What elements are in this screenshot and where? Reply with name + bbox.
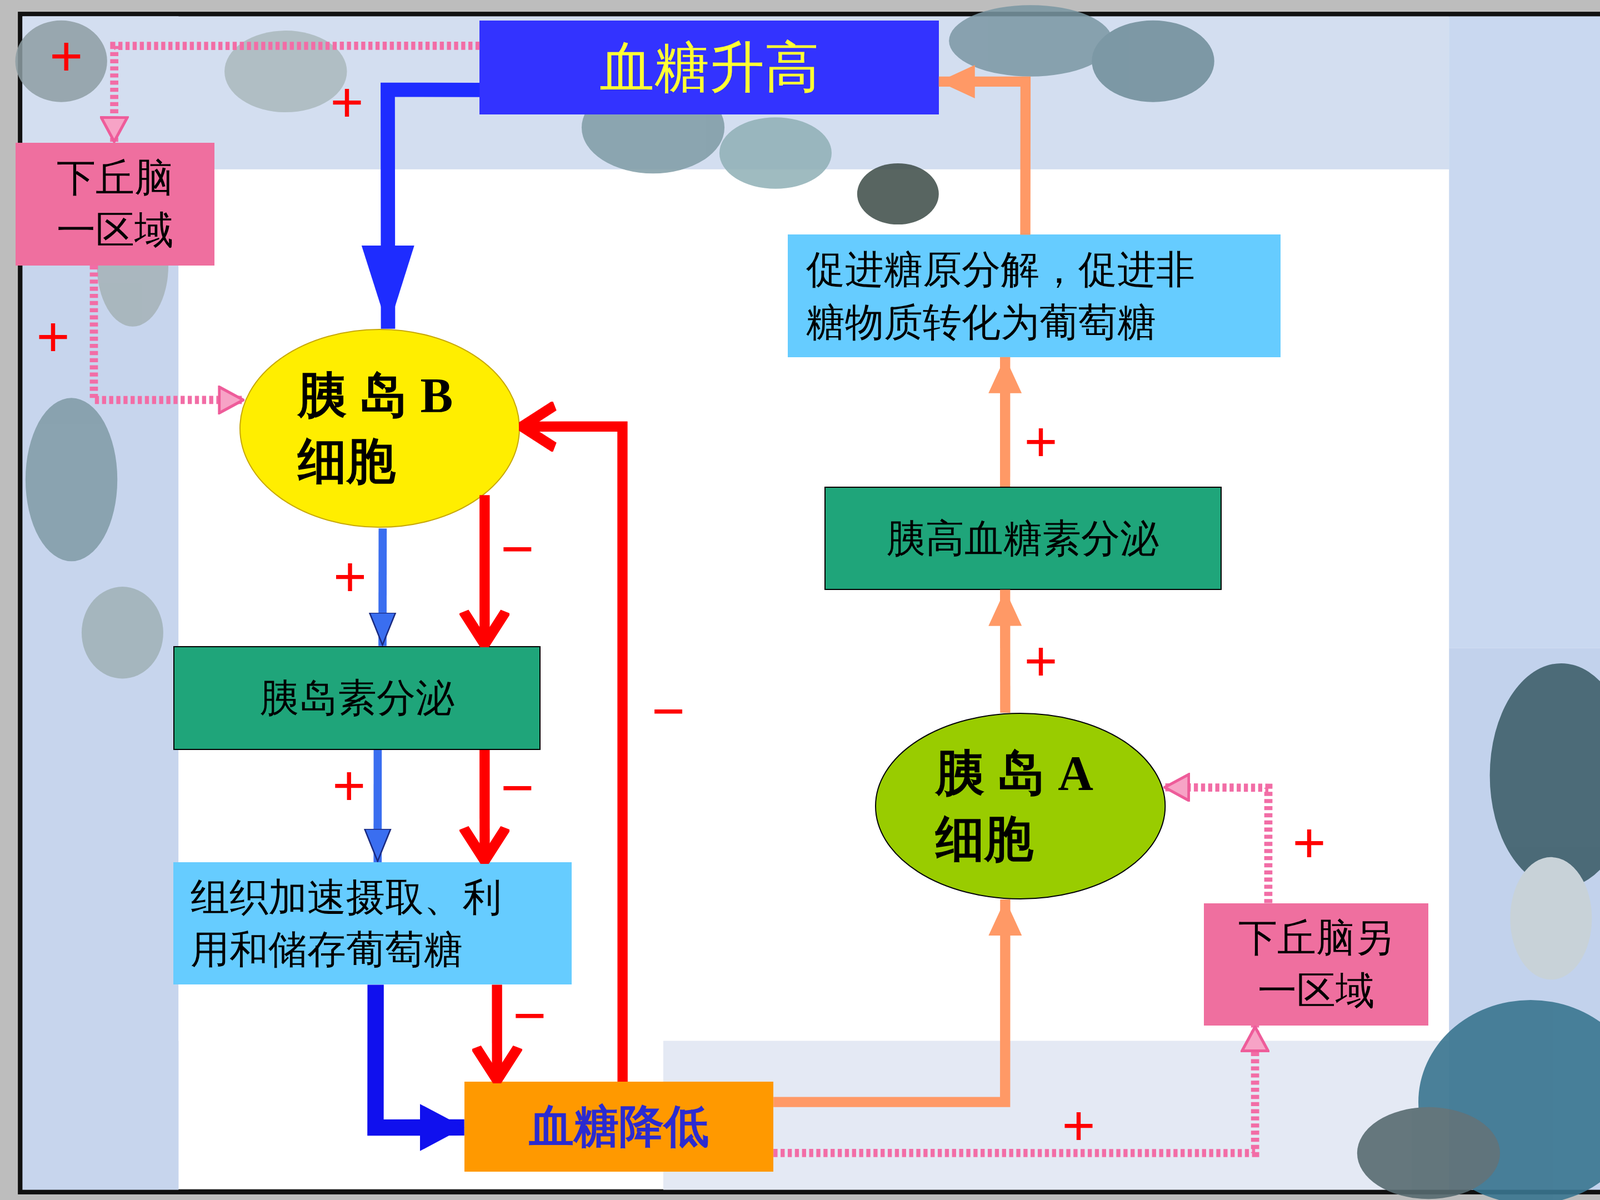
- figure-shape: [1357, 1107, 1500, 1199]
- ellipse-outline: [874, 712, 1167, 900]
- bottom-band: [663, 1040, 1449, 1190]
- wing-shape: [81, 586, 164, 679]
- connector-group: [93, 45, 1269, 1153]
- effect-box: 促进糖原分解，促进非 糖物质转化为葡萄糖: [787, 234, 1281, 357]
- sign-label: +: [1292, 814, 1326, 872]
- wing-shape: [948, 5, 1113, 77]
- cell-ellipse: 胰 岛 A 细胞: [874, 712, 1167, 900]
- text-block: 促进糖原分解，促进非 糖物质转化为葡萄糖: [806, 243, 1215, 348]
- node-text: 下丘脑 一区域: [46, 151, 184, 257]
- node-text: 胰 岛 B 细胞: [297, 362, 482, 495]
- node-text: 胰 岛 A 细胞: [935, 740, 1120, 873]
- connector-arrow: [373, 750, 382, 863]
- text-block: 胰 岛 A 细胞: [935, 740, 1120, 873]
- node-text: 组织加速摄取、利 用和储存葡萄糖: [190, 871, 519, 976]
- connector-arrow: [491, 984, 502, 1082]
- process-box: 胰岛素分泌: [173, 646, 541, 750]
- figure-shape: [1490, 663, 1600, 888]
- brain-region-box: 下丘脑 一区域: [15, 142, 215, 265]
- sign-label: −: [500, 759, 534, 817]
- sign-label: +: [333, 547, 367, 605]
- text-block: 胰岛素分泌: [188, 671, 526, 724]
- ellipse-shape: [875, 713, 1165, 899]
- text-block: 下丘脑 一区域: [46, 151, 184, 257]
- node-text: 血糖降低: [471, 1096, 768, 1157]
- sign-label: +: [332, 757, 366, 815]
- text-block: 胰 岛 B 细胞: [297, 362, 482, 495]
- condition-box: 血糖降低: [464, 1081, 774, 1172]
- connector-arrow: [93, 265, 245, 400]
- condition-box: 血糖升高: [479, 20, 939, 115]
- figure-shape: [1510, 857, 1592, 980]
- ellipse-outline: [238, 328, 521, 529]
- connector-arrow: [773, 899, 1005, 1103]
- node-text: 促进糖原分解，促进非 糖物质转化为葡萄糖: [806, 243, 1215, 348]
- sign-label: +: [330, 73, 364, 131]
- wing-shape: [15, 20, 108, 103]
- connector-arrow: [938, 81, 1026, 235]
- sign-label: +: [36, 308, 70, 366]
- brain-region-box: 下丘脑另 一区域: [1203, 903, 1429, 1026]
- text-block: 胰高血糖素分泌: [834, 512, 1213, 565]
- node-text: 胰岛素分泌: [188, 671, 526, 724]
- effect-box: 组织加速摄取、利 用和储存葡萄糖: [173, 862, 572, 985]
- node-text: 胰高血糖素分泌: [834, 512, 1213, 565]
- text-block: 血糖升高: [495, 30, 924, 105]
- connector-arrow: [378, 528, 387, 646]
- wing-shape: [1091, 20, 1214, 103]
- connector-arrow: [1163, 787, 1269, 903]
- connector-arrow: [479, 750, 490, 863]
- sign-label: +: [1023, 413, 1058, 471]
- node-text: 下丘脑另 一区域: [1229, 911, 1403, 1017]
- ellipse-shape: [240, 329, 520, 528]
- text-block: 血糖降低: [471, 1096, 768, 1157]
- sign-label: +: [49, 27, 83, 85]
- sign-label: −: [651, 682, 685, 740]
- sign-label: +: [1023, 632, 1058, 690]
- connector-arrow: [773, 1025, 1255, 1154]
- sign-label: −: [500, 520, 534, 578]
- connector-arrow: [375, 984, 465, 1128]
- content-area: [178, 169, 1449, 1042]
- slide-area: [20, 14, 1600, 1193]
- text-block: 下丘脑另 一区域: [1229, 911, 1403, 1017]
- sign-label: −: [512, 986, 547, 1044]
- wing-shape: [224, 30, 347, 113]
- connector-arrow: [479, 495, 490, 646]
- connector-arrow: [114, 45, 480, 143]
- process-box: 胰高血糖素分泌: [824, 486, 1222, 590]
- right-panel: [1448, 16, 1600, 648]
- wing-shape: [719, 117, 832, 189]
- connector-arrow: [1000, 357, 1010, 487]
- connector-arrow: [387, 90, 480, 329]
- connector-arrow: [520, 426, 623, 1082]
- node-text: 血糖升高: [495, 30, 924, 105]
- sign-label: +: [1061, 1096, 1095, 1154]
- cell-ellipse: 胰 岛 B 细胞: [238, 328, 521, 529]
- wing-shape: [857, 163, 939, 225]
- text-block: 组织加速摄取、利 用和储存葡萄糖: [190, 871, 519, 976]
- wing-shape: [25, 397, 118, 562]
- connector-arrow: [1000, 590, 1011, 713]
